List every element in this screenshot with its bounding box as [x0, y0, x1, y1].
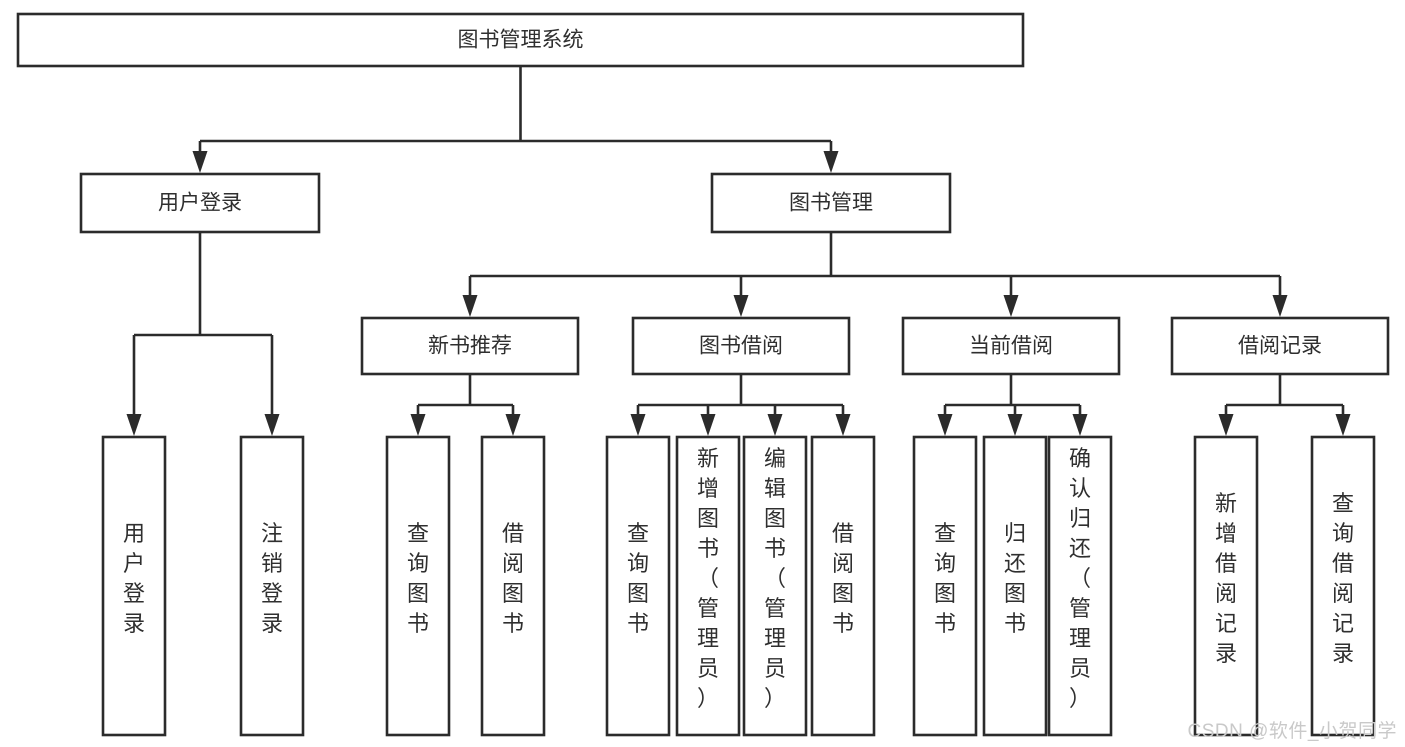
arrow-head-icon: [823, 151, 839, 173]
node-box[interactable]: [1310, 435, 1376, 737]
arrow-head-icon: [733, 295, 749, 317]
node-leaf-query-book-rec[interactable]: 查询图书: [385, 435, 451, 737]
node-root[interactable]: 图书管理系统: [16, 12, 1025, 68]
node-label: 借阅图书: [832, 521, 854, 636]
node-leaf-edit-book[interactable]: 编辑图书（管理员）: [742, 435, 808, 737]
arrow-head-icon: [835, 414, 851, 436]
node-leaf-return-book[interactable]: 归还图书: [982, 435, 1048, 737]
node-box[interactable]: [605, 435, 671, 737]
node-label: 图书借阅: [699, 335, 783, 358]
arrow-head-icon: [126, 414, 142, 436]
edge-current-group: [937, 374, 1088, 436]
arrow-head-icon: [505, 414, 521, 436]
node-label: 图书管理系统: [458, 29, 584, 52]
node-box[interactable]: [810, 435, 876, 737]
node-label: 归还图书: [1004, 521, 1026, 636]
node-box[interactable]: [675, 435, 741, 737]
node-box[interactable]: [79, 172, 321, 234]
node-leaf-query-book-cur[interactable]: 查询图书: [912, 435, 978, 737]
arrow-head-icon: [410, 414, 426, 436]
node-leaf-user-login[interactable]: 用户登录: [101, 435, 167, 737]
arrow-head-icon: [767, 414, 783, 436]
node-leaf-logout[interactable]: 注销登录: [239, 435, 305, 737]
node-box[interactable]: [901, 316, 1121, 376]
node-box[interactable]: [631, 316, 851, 376]
node-leaf-query-record[interactable]: 查询借阅记录: [1310, 435, 1376, 737]
edge-manage-group: [462, 232, 1288, 317]
node-leaf-confirm-return[interactable]: 确认归还（管理员）: [1047, 435, 1113, 737]
node-box[interactable]: [1170, 316, 1390, 376]
arrow-head-icon: [192, 151, 208, 173]
connector-layer: [126, 66, 1351, 436]
arrow-head-icon: [630, 414, 646, 436]
node-box[interactable]: [912, 435, 978, 737]
node-leaf-borrow-book-bor[interactable]: 借阅图书: [810, 435, 876, 737]
arrow-head-icon: [1272, 295, 1288, 317]
node-box[interactable]: [742, 435, 808, 737]
node-label: 编辑图书（管理员）: [764, 446, 786, 711]
node-box[interactable]: [982, 435, 1048, 737]
arrow-head-icon: [700, 414, 716, 436]
node-label: 借阅图书: [502, 521, 524, 636]
node-box[interactable]: [710, 172, 952, 234]
arrow-head-icon: [264, 414, 280, 436]
node-label: 用户登录: [158, 192, 242, 215]
node-label: 查询图书: [934, 521, 956, 636]
watermark-label: CSDN @软件_小贺同学: [1187, 721, 1397, 742]
arrow-head-icon: [1218, 414, 1234, 436]
node-label: 借阅记录: [1238, 335, 1322, 358]
edge-borrow-group: [630, 374, 851, 436]
node-new-book-rec[interactable]: 新书推荐: [360, 316, 580, 376]
node-box[interactable]: [385, 435, 451, 737]
arrow-head-icon: [1335, 414, 1351, 436]
node-book-manage[interactable]: 图书管理: [710, 172, 952, 234]
node-layer: 图书管理系统用户登录图书管理新书推荐图书借阅当前借阅借阅记录用户登录注销登录查询…: [16, 12, 1390, 737]
node-label: 新书推荐: [428, 335, 512, 358]
arrow-head-icon: [937, 414, 953, 436]
node-label: 用户登录: [123, 521, 145, 636]
node-label: 新增图书（管理员）: [697, 446, 719, 711]
node-box[interactable]: [1047, 435, 1113, 737]
node-book-borrow[interactable]: 图书借阅: [631, 316, 851, 376]
arrow-head-icon: [1072, 414, 1088, 436]
node-leaf-query-book-bor[interactable]: 查询图书: [605, 435, 671, 737]
node-label: 查询借阅记录: [1332, 491, 1354, 666]
edge-rec-group: [410, 374, 521, 436]
node-leaf-add-book[interactable]: 新增图书（管理员）: [675, 435, 741, 737]
arrow-head-icon: [1003, 295, 1019, 317]
node-box[interactable]: [1193, 435, 1259, 737]
edge-login-group: [126, 232, 280, 436]
node-box[interactable]: [480, 435, 546, 737]
node-label: 查询图书: [407, 521, 429, 636]
edge-record-group: [1218, 374, 1351, 436]
node-box[interactable]: [360, 316, 580, 376]
node-current-borrow[interactable]: 当前借阅: [901, 316, 1121, 376]
node-box[interactable]: [16, 12, 1025, 68]
node-leaf-add-record[interactable]: 新增借阅记录: [1193, 435, 1259, 737]
node-box[interactable]: [101, 435, 167, 737]
node-label: 当前借阅: [969, 335, 1053, 358]
node-label: 图书管理: [789, 192, 873, 215]
node-borrow-record[interactable]: 借阅记录: [1170, 316, 1390, 376]
node-label: 新增借阅记录: [1215, 491, 1237, 666]
node-label: 注销登录: [261, 521, 283, 636]
arrow-head-icon: [462, 295, 478, 317]
node-box[interactable]: [239, 435, 305, 737]
node-label: 查询图书: [627, 521, 649, 636]
edge-root-to-level2: [192, 66, 839, 173]
node-label: 确认归还（管理员）: [1069, 446, 1091, 711]
arrow-head-icon: [1007, 414, 1023, 436]
node-leaf-borrow-book-rec[interactable]: 借阅图书: [480, 435, 546, 737]
node-user-login[interactable]: 用户登录: [79, 172, 321, 234]
